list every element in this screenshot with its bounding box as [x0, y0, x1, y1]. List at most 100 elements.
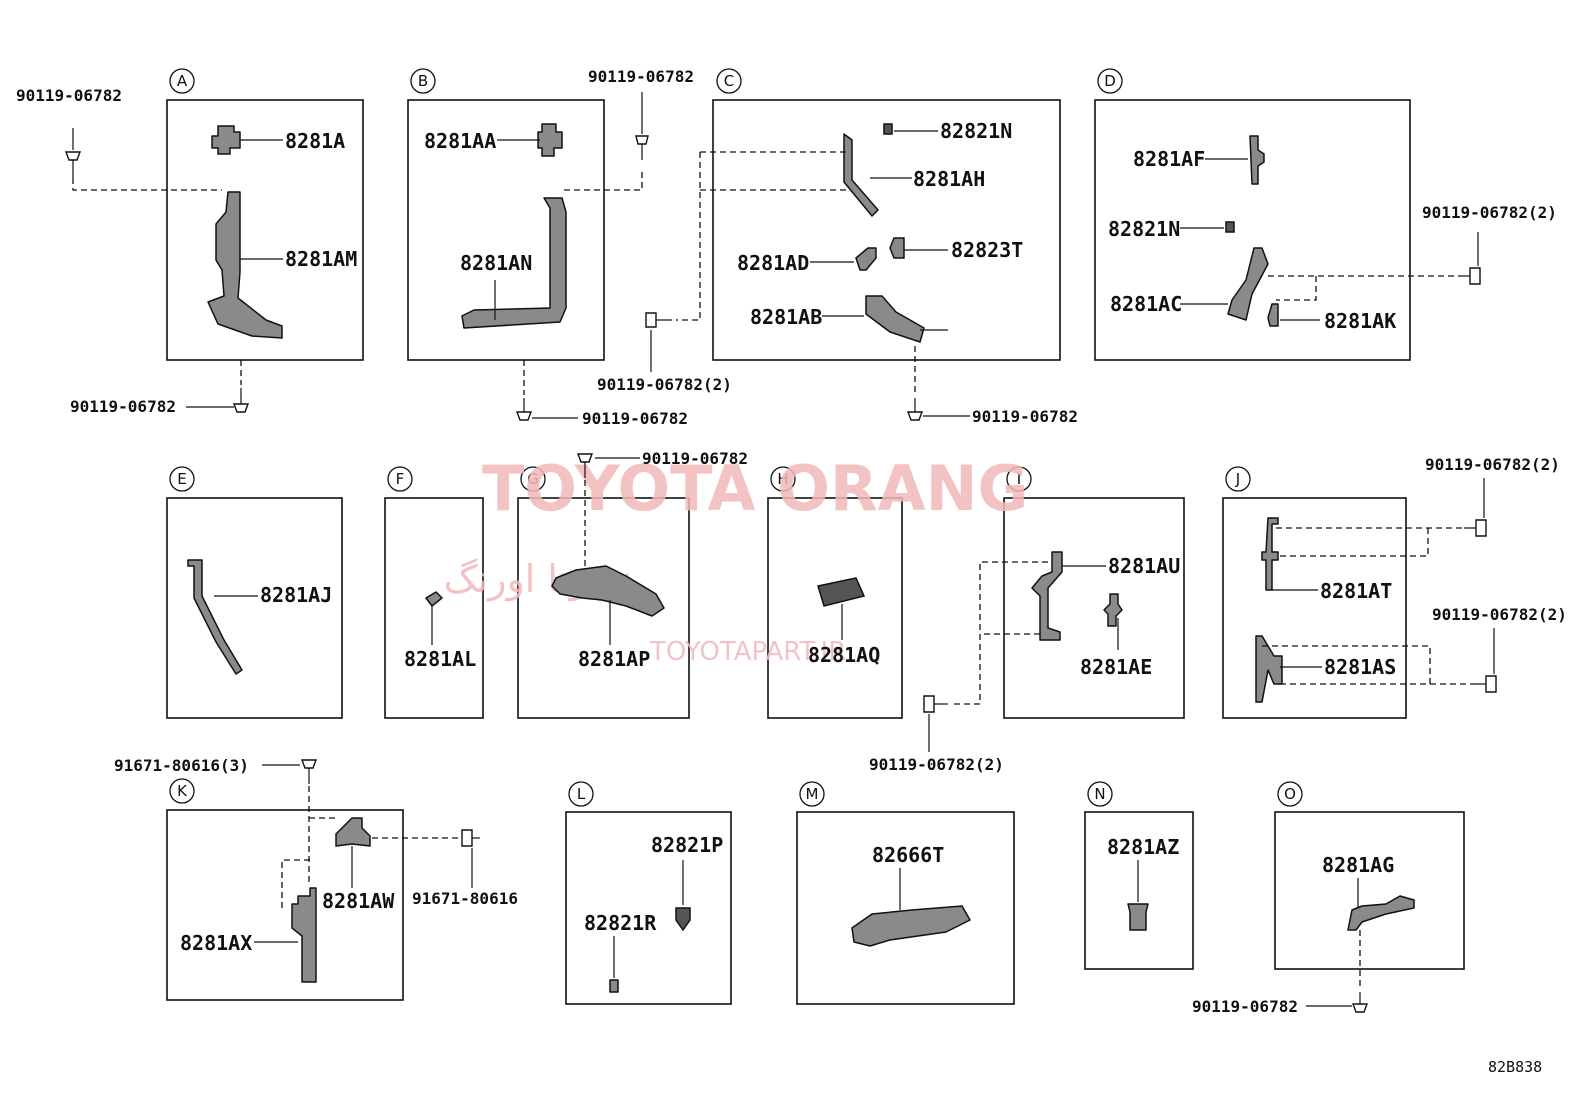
section-box-a — [166, 99, 364, 361]
section-box-c — [712, 99, 1061, 361]
section-box-f — [384, 497, 484, 719]
bolt-icon — [635, 92, 649, 160]
part-8281as-shape — [1255, 635, 1283, 703]
part-8281ah-shape — [843, 133, 879, 217]
section-box-n — [1084, 811, 1194, 970]
part-label-8281aq: 8281AQ — [808, 643, 880, 667]
fastener-label-k-top: 91671-80616(3) — [114, 756, 249, 775]
fastener-label-k-right: 91671-80616 — [412, 889, 518, 908]
bolt-icon — [300, 759, 318, 784]
svg-text:I: I — [1017, 470, 1021, 488]
part-8281af-shape — [1249, 135, 1265, 185]
part-label-82823t: 82823T — [951, 238, 1023, 262]
part-8281ak-shape — [1267, 303, 1279, 327]
part-label-8281an: 8281AN — [460, 251, 532, 275]
part-label-82821n-c: 82821N — [940, 119, 1012, 143]
bolt-icon — [232, 388, 250, 413]
part-82821n-c-shape — [883, 123, 893, 135]
part-8281al-shape — [425, 591, 443, 607]
part-label-8281ag: 8281AG — [1322, 853, 1394, 877]
part-8281ab-shape — [865, 295, 925, 343]
fastener-label-j-top: 90119-06782(2) — [1425, 455, 1560, 474]
part-label-8281ak: 8281AK — [1324, 309, 1396, 333]
fastener-label-j-mid: 90119-06782(2) — [1432, 605, 1567, 624]
section-label-h: H — [770, 466, 796, 492]
part-8281au-shape — [1031, 551, 1063, 641]
fastener-label-b-bottom: 90119-06782 — [582, 409, 688, 428]
section-label-k: K — [169, 778, 195, 804]
part-82821n-d-shape — [1225, 221, 1235, 233]
part-82823t-shape — [889, 237, 905, 259]
section-label-f: F — [387, 466, 413, 492]
section-label-c: C — [716, 68, 742, 94]
part-label-8281aa: 8281AA — [424, 129, 496, 153]
section-box-b — [407, 99, 605, 361]
part-8281a-shape — [211, 125, 241, 155]
svg-text:A: A — [177, 72, 188, 90]
svg-text:M: M — [806, 785, 819, 803]
section-box-i — [1003, 497, 1185, 719]
part-label-82821p: 82821P — [651, 833, 723, 857]
part-8281at-shape — [1261, 517, 1279, 591]
section-label-a: A — [169, 68, 195, 94]
bolt-icon — [515, 398, 533, 421]
section-label-m: M — [799, 781, 825, 807]
section-label-j: J — [1225, 466, 1251, 492]
section-label-n: N — [1087, 781, 1113, 807]
bolt-icon — [923, 695, 948, 713]
svg-text:G: G — [527, 470, 539, 488]
part-label-82821r: 82821R — [584, 911, 657, 935]
part-82666t-shape — [851, 905, 971, 947]
part-8281ap-shape — [551, 565, 665, 617]
part-8281aw-shape — [335, 817, 371, 847]
section-box-l — [565, 811, 732, 1005]
part-label-8281ap: 8281AP — [578, 647, 650, 671]
part-82821r-shape — [609, 979, 619, 993]
section-box-j — [1222, 497, 1407, 719]
bolt-icon — [1474, 675, 1497, 693]
part-8281aj-shape — [187, 559, 243, 675]
fastener-label-c-bottom: 90119-06782 — [972, 407, 1078, 426]
section-label-l: L — [568, 781, 594, 807]
part-label-8281af: 8281AF — [1133, 147, 1205, 171]
watermark-site: TOYOTAPART.IR — [649, 637, 846, 667]
part-8281ax-shape — [291, 887, 317, 983]
section-label-i: I — [1006, 466, 1032, 492]
section-box-d — [1094, 99, 1411, 361]
bolt-icon — [64, 128, 82, 178]
section-label-d: D — [1097, 68, 1123, 94]
part-8281ac-shape — [1227, 247, 1269, 321]
part-label-8281as: 8281AS — [1324, 655, 1396, 679]
bolt-icon — [906, 398, 924, 421]
bolt-icon — [1464, 519, 1487, 537]
part-label-8281aw: 8281AW — [322, 889, 395, 913]
part-8281ag-shape — [1347, 895, 1415, 931]
section-label-g: G — [520, 466, 546, 492]
part-label-8281am: 8281AM — [285, 247, 357, 271]
section-label-o: O — [1277, 781, 1303, 807]
bolt-icon — [1458, 267, 1481, 285]
watermark-brand: TOYOTA ORANG — [482, 452, 1028, 525]
section-box-h — [767, 497, 903, 719]
part-label-8281ab: 8281AB — [750, 305, 822, 329]
section-box-o — [1274, 811, 1465, 970]
section-box-k — [166, 809, 404, 1001]
part-label-8281ae: 8281AE — [1080, 655, 1152, 679]
section-label-b: B — [410, 68, 436, 94]
diagram-id: 82B838 — [1488, 1058, 1542, 1076]
section-label-e: E — [169, 466, 195, 492]
svg-text:B: B — [418, 72, 428, 90]
svg-text:O: O — [1284, 785, 1296, 803]
fastener-label-a-top: 90119-06782 — [16, 86, 122, 105]
fastener-label-c-left: 90119-06782(2) — [597, 375, 732, 394]
svg-text:H: H — [777, 470, 788, 488]
fastener-label-d-right: 90119-06782(2) — [1422, 203, 1557, 222]
part-8281ad-shape — [855, 247, 877, 271]
bolt-icon — [645, 312, 672, 328]
svg-text:E: E — [177, 470, 186, 488]
part-8281aq-shape — [817, 577, 866, 607]
section-box-e — [166, 497, 343, 719]
fastener-label-b-top: 90119-06782 — [588, 67, 694, 86]
svg-text:L: L — [577, 785, 586, 803]
